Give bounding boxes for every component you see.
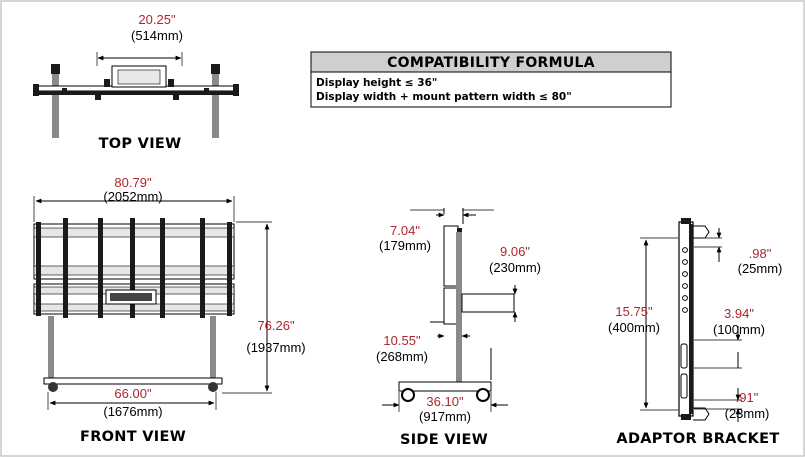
formula-line-2: Display width + mount pattern width ≤ 80… bbox=[316, 91, 572, 103]
formula-heading: COMPATIBILITY FORMULA bbox=[387, 55, 595, 71]
bracket-height-mm: (400mm) bbox=[608, 320, 660, 335]
bracket-view-label: ADAPTOR BRACKET bbox=[616, 431, 779, 447]
adaptor-bracket-drawing bbox=[640, 218, 742, 422]
side-low-mm: (268mm) bbox=[376, 349, 428, 364]
bracket-bot-mm: (23mm) bbox=[725, 406, 770, 421]
side-view-label: SIDE VIEW bbox=[400, 432, 488, 448]
side-top-inch: 7.04" bbox=[390, 223, 420, 238]
top-width-inch: 20.25" bbox=[138, 12, 176, 27]
bracket-top-mm: (25mm) bbox=[738, 261, 783, 276]
top-view-drawing bbox=[33, 52, 239, 138]
front-base-mm: (1676mm) bbox=[103, 404, 162, 419]
bracket-mid-mm: (100mm) bbox=[713, 322, 765, 337]
top-view-label: TOP VIEW bbox=[99, 136, 182, 152]
side-top-mm: (179mm) bbox=[379, 238, 431, 253]
front-height-inch: 76.26" bbox=[257, 318, 295, 333]
bracket-bot-inch: .91" bbox=[736, 390, 759, 405]
front-height-mm: (1937mm) bbox=[246, 340, 305, 355]
side-view-drawing bbox=[382, 208, 518, 412]
front-width-inch: 80.79" bbox=[114, 175, 152, 190]
side-low-inch: 10.55" bbox=[383, 333, 421, 348]
front-base-inch: 66.00" bbox=[114, 386, 152, 401]
formula-line-1: Display height ≤ 36" bbox=[316, 77, 437, 89]
side-arm-mm: (230mm) bbox=[489, 260, 541, 275]
side-base-inch: 36.10" bbox=[426, 394, 464, 409]
side-base-mm: (917mm) bbox=[419, 409, 471, 424]
top-width-mm: (514mm) bbox=[131, 28, 183, 43]
bracket-mid-inch: 3.94" bbox=[724, 306, 754, 321]
front-view-label: FRONT VIEW bbox=[80, 429, 186, 445]
compatibility-box bbox=[310, 51, 672, 108]
bracket-top-inch: .98" bbox=[749, 246, 772, 261]
front-width-mm: (2052mm) bbox=[103, 189, 162, 204]
front-view-drawing bbox=[33, 196, 272, 410]
bracket-height-inch: 15.75" bbox=[615, 304, 653, 319]
side-arm-inch: 9.06" bbox=[500, 244, 530, 259]
